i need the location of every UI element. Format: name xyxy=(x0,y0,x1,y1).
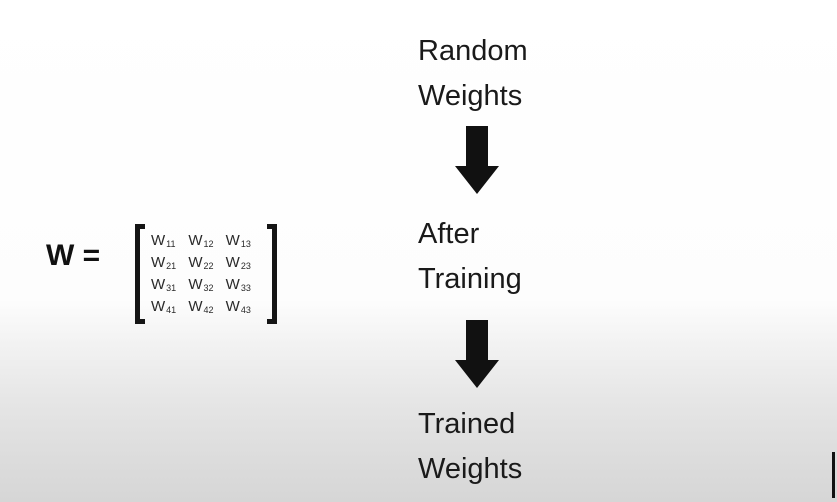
weight-symbol: W = xyxy=(46,239,101,272)
right-bracket xyxy=(267,224,277,324)
matrix-body: W11 W12 W13 W21 W22 W23 W31 W32 W33 W41 … xyxy=(151,229,263,317)
matrix-cell: W21 xyxy=(151,253,177,271)
matrix-cell: W31 xyxy=(151,275,177,293)
down-arrow-icon xyxy=(455,126,499,194)
step-random-weights: Random Weights xyxy=(418,29,528,119)
step-line: Weights xyxy=(418,453,523,485)
matrix-cell: W13 xyxy=(225,231,251,249)
step-line: Weights xyxy=(418,80,523,112)
matrix-cell: W42 xyxy=(188,297,214,315)
matrix-cell: W11 xyxy=(151,231,176,249)
matrix-cell: W43 xyxy=(225,297,251,315)
down-arrow-icon xyxy=(455,320,499,388)
matrix-cell: W12 xyxy=(188,231,214,249)
matrix-cell: W32 xyxy=(188,275,214,293)
step-line: After xyxy=(418,218,480,250)
matrix-cell: W23 xyxy=(225,253,251,271)
step-trained-weights: Trained Weights xyxy=(418,402,522,492)
matrix-cell: W41 xyxy=(151,297,177,315)
edge-mark xyxy=(832,452,835,498)
matrix-row-3: W31 W32 W33 xyxy=(151,273,263,295)
matrix-cell: W33 xyxy=(225,275,251,293)
step-line: Trained xyxy=(418,408,516,440)
step-line: Training xyxy=(418,263,522,295)
step-after-training: After Training xyxy=(418,212,522,302)
matrix-cell: W22 xyxy=(188,253,214,271)
step-line: Random xyxy=(418,35,528,67)
matrix-row-2: W21 W22 W23 xyxy=(151,251,263,273)
weight-matrix: W11 W12 W13 W21 W22 W23 W31 W32 W33 W41 … xyxy=(135,224,277,324)
matrix-row-1: W11 W12 W13 xyxy=(151,229,263,251)
matrix-row-4: W41 W42 W43 xyxy=(151,295,263,317)
left-bracket xyxy=(135,224,145,324)
